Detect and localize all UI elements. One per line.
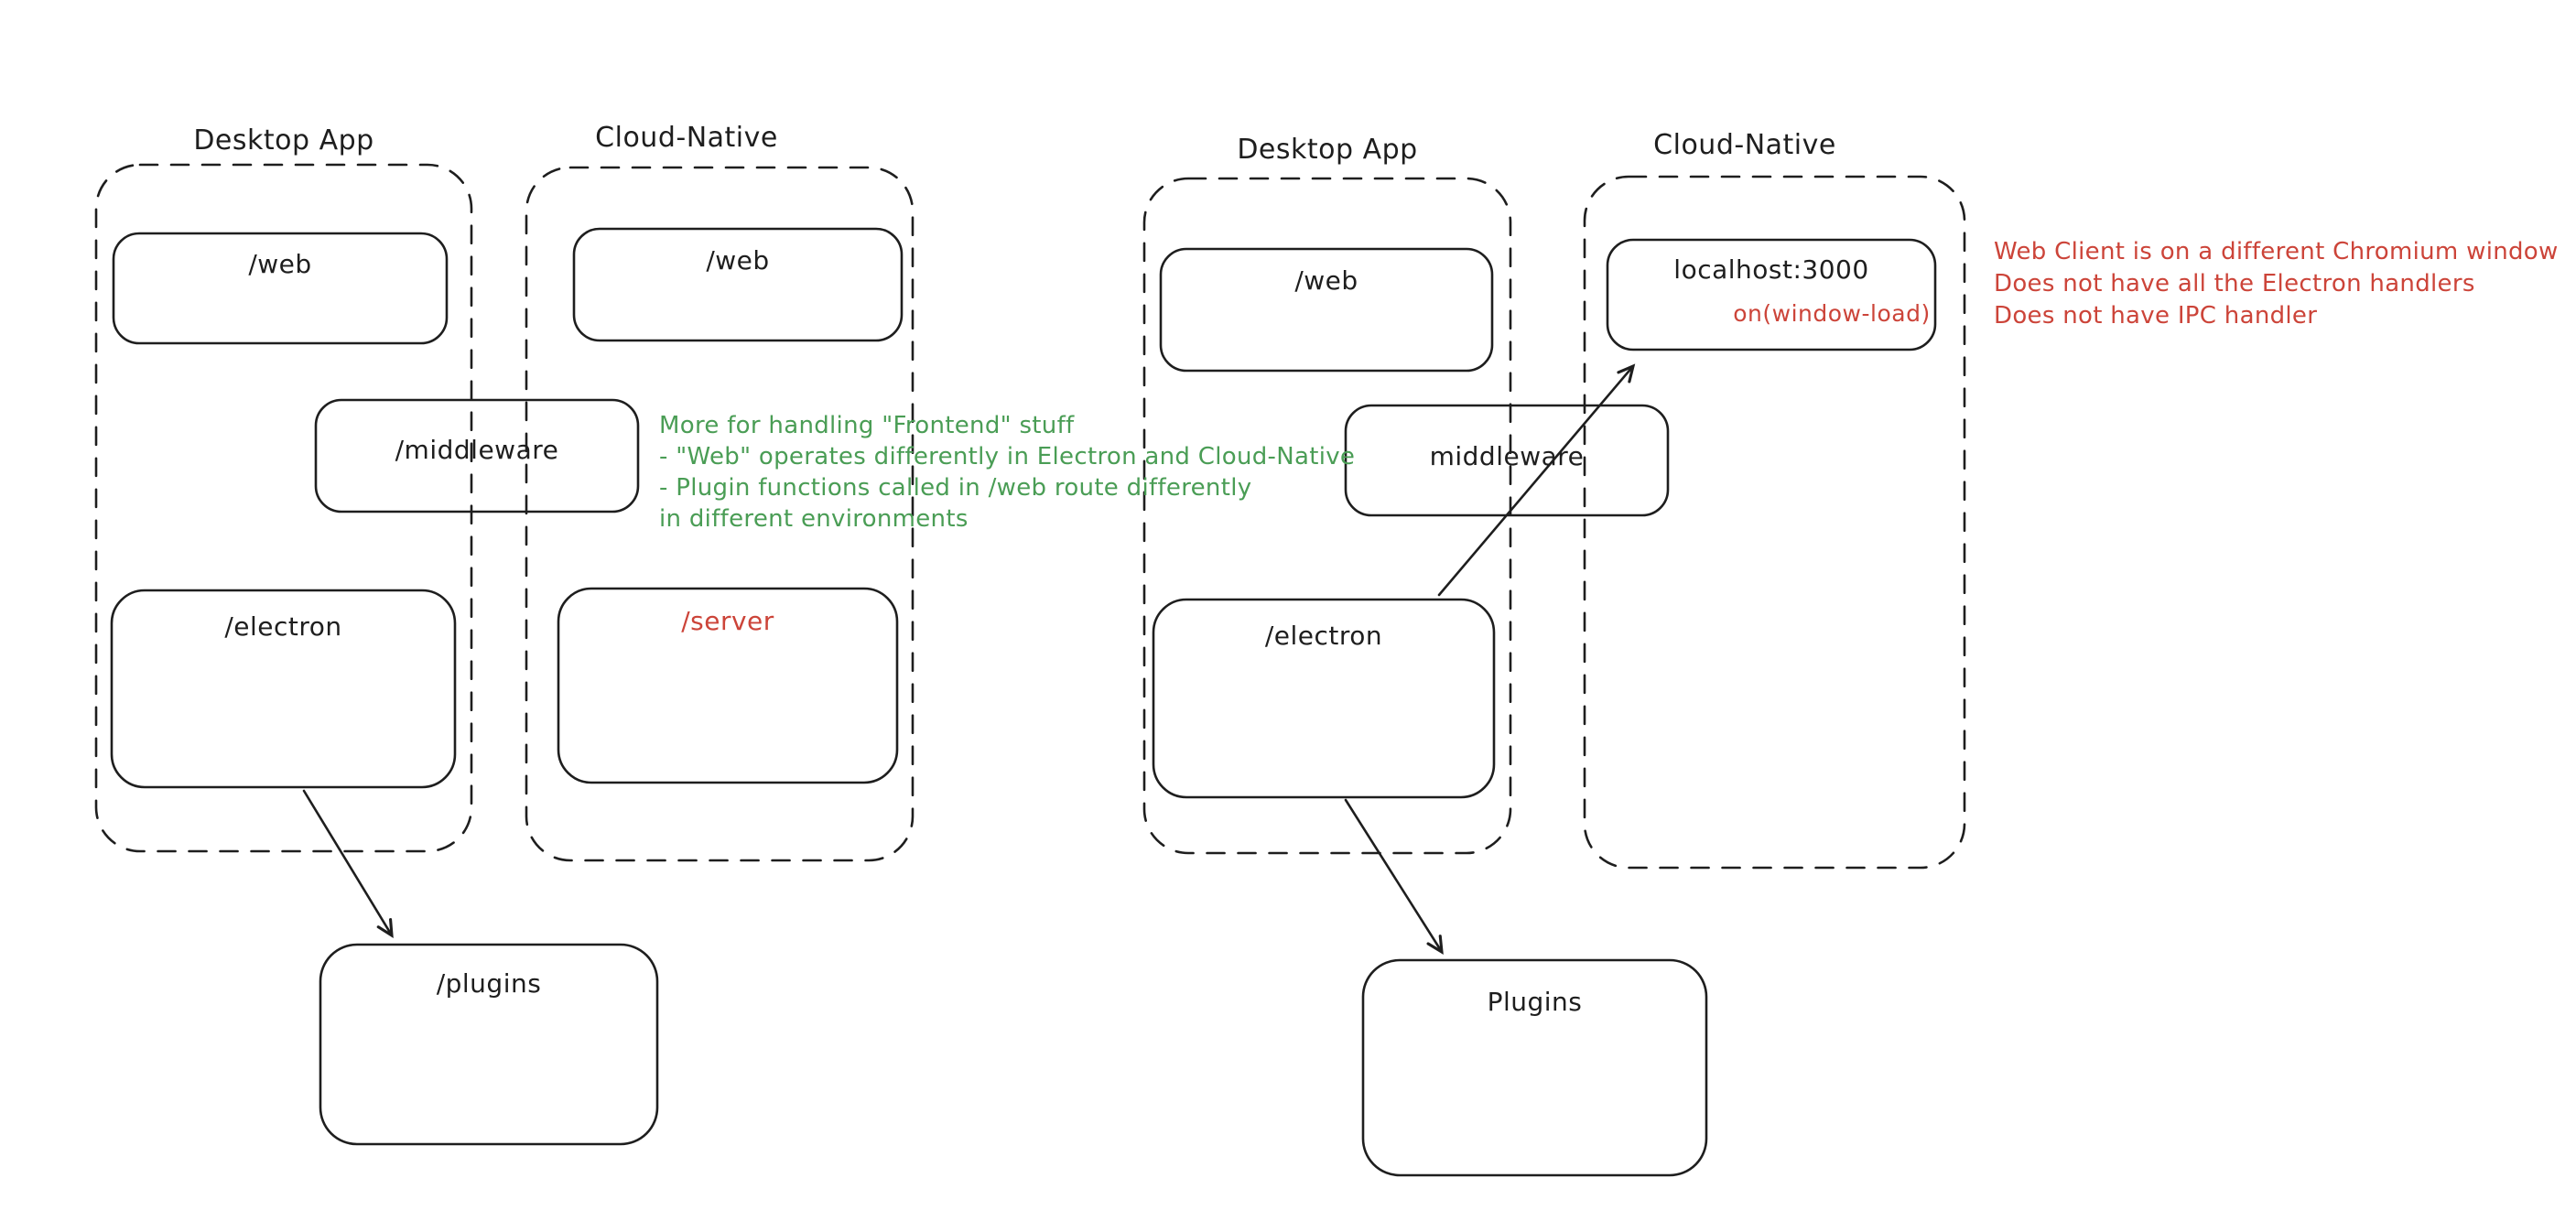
left-web-desktop-box (112, 232, 449, 345)
right-localhost-label: localhost:3000 (1673, 254, 1869, 285)
left-plugins-box (319, 943, 659, 1146)
red-annotation: Web Client is on a different Chromium wi… (1994, 236, 2559, 332)
red-annotation-line-1: Web Client is on a different Chromium wi… (1994, 238, 2559, 265)
left-cloud-container (525, 166, 915, 862)
left-cloud-container-label: Cloud-Native (595, 122, 778, 154)
right-cloud-container (1583, 175, 1966, 870)
right-electron-to-localhost-arrow (1437, 363, 1636, 597)
right-electron-label: /electron (1264, 621, 1383, 651)
left-server-label: /server (681, 606, 774, 636)
red-annotation-line-2: Does not have all the Electron handlers (1994, 270, 2475, 297)
right-cloud-container-label: Cloud-Native (1653, 129, 1836, 161)
green-annotation-line-1: More for handling "Frontend" stuff (659, 412, 1075, 439)
red-annotation-line-3: Does not have IPC handler (1994, 302, 2318, 330)
green-annotation-line-2: - "Web" operates differently in Electron… (659, 443, 1356, 470)
right-desktop-container-label: Desktop App (1237, 134, 1418, 166)
right-plugins-box (1361, 958, 1708, 1177)
left-electron-label: /electron (224, 611, 342, 642)
green-annotation-line-4: in different environments (659, 505, 969, 533)
right-web-label: /web (1294, 265, 1358, 296)
right-electron-to-plugins-arrow (1344, 798, 1444, 955)
right-localhost-box (1606, 238, 1937, 351)
left-plugins-label: /plugins (436, 968, 542, 999)
left-middleware-box (314, 398, 640, 513)
left-electron-to-plugins-arrow (302, 789, 394, 938)
left-web-cloud-label: /web (706, 245, 770, 276)
left-server-box (557, 587, 899, 784)
left-desktop-container-label: Desktop App (193, 124, 374, 157)
right-electron-box (1152, 598, 1496, 799)
right-window-load-label: on(window-load) (1733, 300, 1931, 327)
left-desktop-container (94, 163, 473, 853)
right-web-box (1159, 247, 1494, 373)
green-annotation-line-3: - Plugin functions called in /web route … (659, 474, 1252, 502)
left-web-cloud-box (572, 227, 904, 342)
left-electron-box (110, 589, 457, 789)
right-plugins-label: Plugins (1487, 987, 1583, 1017)
left-web-desktop-label: /web (248, 249, 312, 279)
left-middleware-label: /middleware (395, 435, 559, 465)
right-middleware-label: middleware (1429, 441, 1585, 471)
green-annotation: More for handling "Frontend" stuff - "We… (659, 410, 1355, 535)
